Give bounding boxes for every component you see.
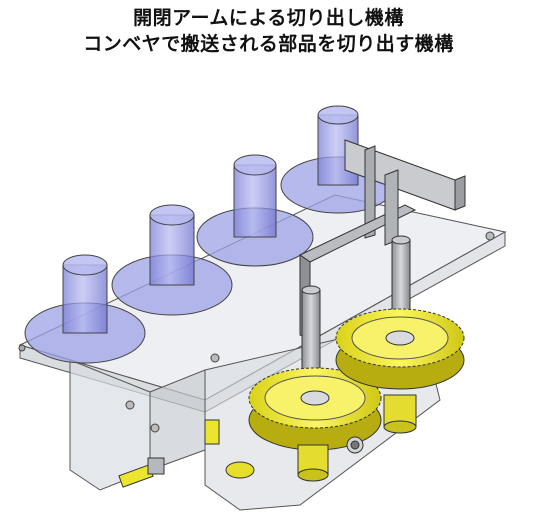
hub-right	[383, 394, 417, 434]
part-1	[24, 254, 146, 364]
gear-left	[248, 367, 382, 451]
gear-right	[335, 308, 465, 390]
fitting-left	[118, 457, 165, 488]
part-3	[196, 154, 314, 267]
page-subtitle: コンベヤで搬送される部品を切り出す機構	[83, 33, 454, 55]
page-title: 開閉アームによる切り出し機構	[133, 7, 404, 29]
part-2	[111, 204, 233, 316]
hub-left	[297, 444, 329, 482]
fitting-center	[204, 419, 364, 479]
